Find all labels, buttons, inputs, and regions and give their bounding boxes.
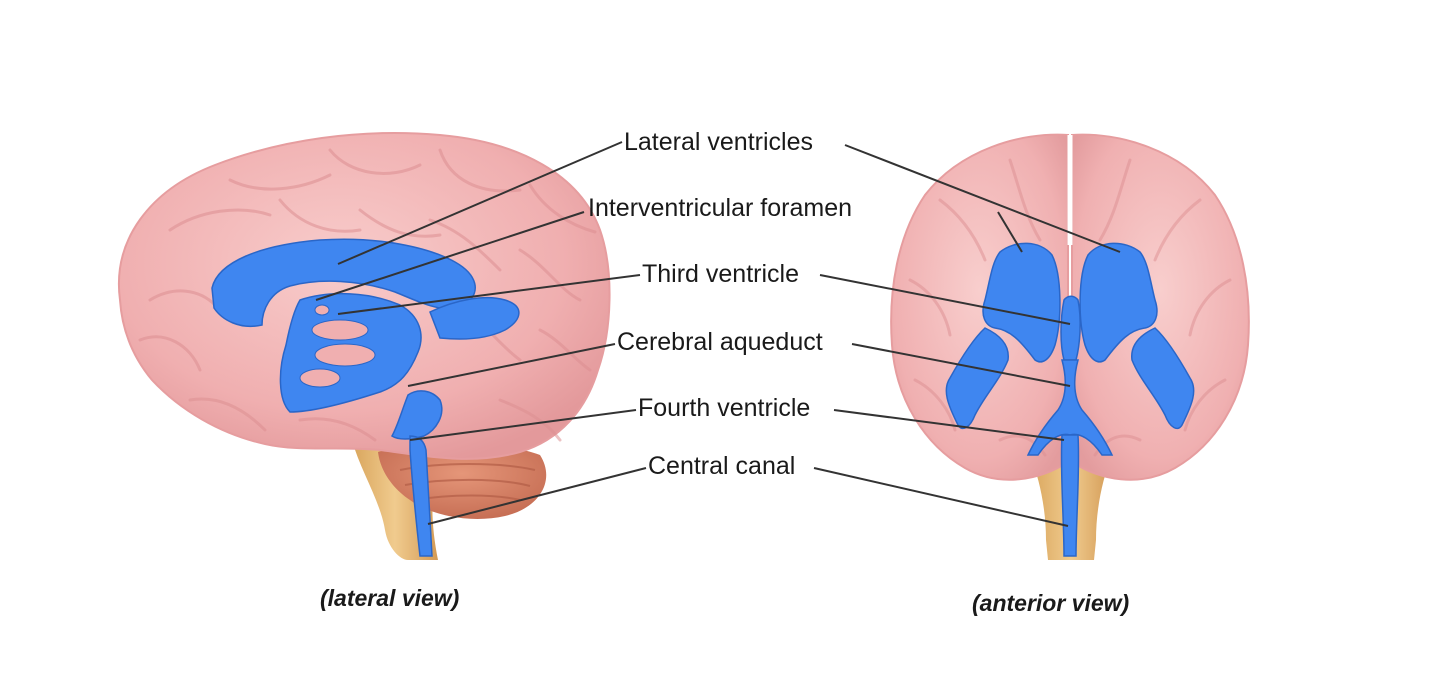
anterior-ventricular-system [945,242,1195,557]
leader-lines [315,141,1121,527]
label-cerebral-aqueduct: Cerebral aqueduct [617,328,823,356]
anterior-central-canal [1060,434,1080,557]
caption-lateral-view: (lateral view) [320,585,460,611]
lateral-ventricle-holes [299,304,376,388]
leader-third-ventricle-left [337,274,641,315]
label-interventricular-foramen: Interventricular foramen [588,194,853,222]
fourth-ventricle-lateral [391,390,443,440]
anterior-view-brain [890,133,1250,560]
leader-cerebral-aqueduct-right [851,343,1071,387]
leader-lateral-ventricles-left [337,141,623,265]
anterior-third-ventricle [1060,295,1081,361]
anterior-right-lateral-ventricle [1079,242,1158,363]
label-fourth-ventricle: Fourth ventricle [638,394,811,422]
anterior-right-temporal-horn [1131,327,1195,430]
leader-central-canal-right [813,467,1069,527]
leader-fourth-ventricle-left [409,409,637,441]
leader-central-canal-left [427,467,647,525]
label-third-ventricle: Third ventricle [642,260,799,288]
label-lateral-ventricles: Lateral ventricles [624,128,813,156]
leader-interventricular-foramen [315,211,585,301]
leader-lateral-ventricles-right-a [844,144,1121,253]
leader-lateral-ventricles-right-b [997,211,1023,253]
anterior-gyri [908,158,1232,457]
caption-anterior-view: (anterior view) [972,590,1130,616]
lateral-posterior-horn [429,296,520,340]
leader-cerebral-aqueduct-left [407,343,616,387]
label-central-canal: Central canal [648,452,796,480]
central-canal-lateral [409,435,433,557]
leader-fourth-ventricle-right [833,409,1065,441]
leader-third-ventricle-right [819,274,1071,325]
anterior-left-lateral-ventricle [982,242,1061,363]
